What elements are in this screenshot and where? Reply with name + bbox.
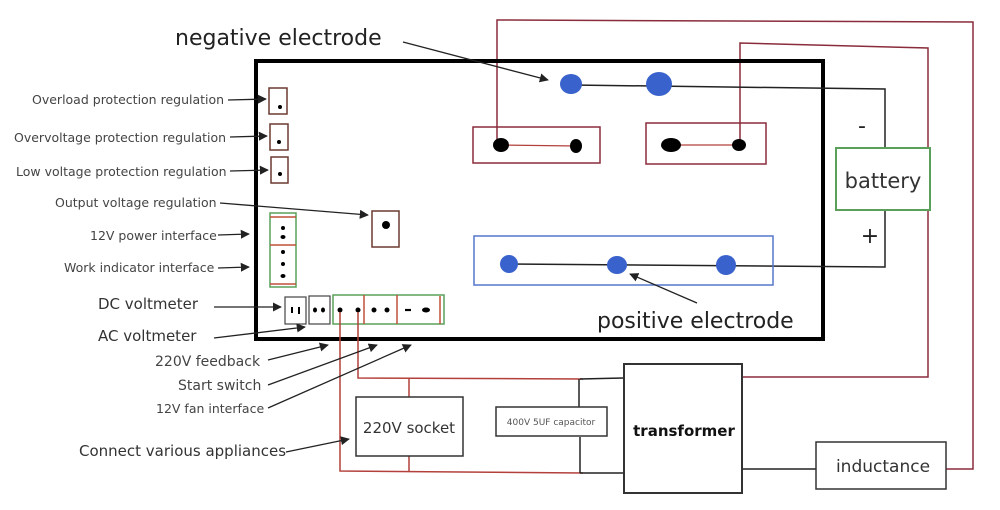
battery-negative-sign: - [858, 114, 866, 139]
battery-label: battery [845, 169, 922, 193]
connect-appliances-label: Connect various appliances [79, 442, 286, 460]
low-voltage-pot [270, 156, 289, 184]
battery: battery [835, 147, 931, 211]
overload-pot [268, 87, 288, 115]
red-ac-wires [339, 312, 584, 474]
negative-electrode-arrow [402, 41, 549, 83]
negative-electrode-terminal-2 [646, 72, 672, 96]
black-ac-wires [578, 377, 816, 474]
fan-12v-arrow [267, 344, 412, 409]
feedback-220v-label: 220V feedback [155, 354, 261, 370]
start-switch-label: Start switch [178, 378, 261, 394]
positive-electrode-arrow [629, 273, 698, 304]
overload-arrow [227, 94, 267, 104]
battery-positive-sign: + [861, 224, 879, 249]
positive-electrode-terminal-3 [716, 255, 736, 275]
dc-voltmeter-connector [284, 296, 307, 325]
power-12v-label: 12V power interface [90, 228, 217, 243]
ac-voltmeter-arrow [213, 323, 306, 339]
negative-electrode-label: negative electrode [175, 26, 382, 51]
socket-label: 220V socket [363, 419, 455, 437]
output-voltage-label: Output voltage regulation [55, 195, 217, 210]
work-indicator-arrow [217, 262, 250, 272]
power-12v-arrow [217, 229, 250, 239]
inductance-label: inductance [836, 457, 930, 477]
overload-label: Overload protection regulation [32, 92, 224, 107]
bottom-connectors [284, 294, 445, 325]
connect-appliances-arrow [285, 436, 350, 453]
positive-electrode-terminal-2 [607, 256, 627, 274]
low-voltage-arrow [229, 165, 269, 175]
transformer-label: transformer [633, 422, 735, 440]
negative-electrode-terminal-1 [560, 74, 582, 94]
start-switch-arrow [267, 343, 378, 386]
overvoltage-label: Overvoltage protection regulation [14, 130, 226, 145]
feedback-220v-arrow [267, 342, 329, 361]
output-voltage-pot [371, 210, 400, 248]
power-indicator-connector [269, 212, 297, 288]
output-voltage-arrow [219, 202, 369, 219]
positive-electrode-label: positive electrode [597, 309, 794, 334]
wire-positive-to-battery [508, 208, 886, 268]
overvoltage-pot [269, 123, 289, 151]
capacitor: 400V 5UF capacitor [495, 406, 608, 437]
wire-negative-to-battery [571, 84, 886, 148]
transformer: transformer [623, 363, 743, 494]
wire-right-switch-to-transformer [739, 42, 929, 378]
fan-12v-label: 12V fan interface [156, 401, 264, 416]
work-indicator-label: Work indicator interface [64, 260, 215, 275]
switch-right [645, 122, 767, 165]
positive-electrode-terminal-1 [500, 255, 518, 273]
dc-voltmeter-label: DC voltmeter [98, 295, 199, 313]
positive-electrode-box [473, 235, 774, 286]
main-board [254, 59, 825, 341]
low-voltage-label: Low voltage protection regulation [16, 164, 227, 179]
capacitor-label: 400V 5UF capacitor [507, 418, 596, 428]
socket-220v: 220V socket [355, 396, 464, 457]
overvoltage-arrow [229, 131, 268, 141]
ac-voltmeter-label: AC voltmeter [98, 327, 197, 345]
inductance: inductance [815, 441, 947, 490]
ac-voltmeter-connector [308, 295, 331, 325]
switch-left [472, 126, 601, 164]
